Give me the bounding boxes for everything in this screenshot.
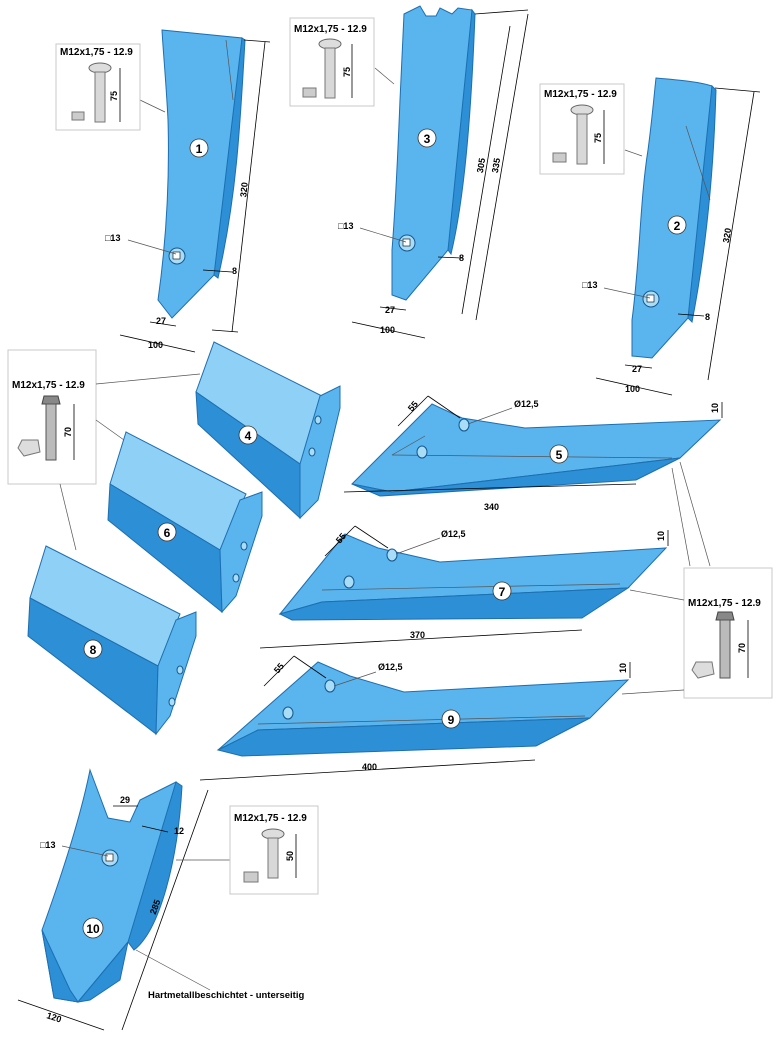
bolt-box-f: M12x1,75 - 12.9 50: [229, 805, 319, 895]
part-6: 6: [107, 431, 263, 614]
dimension-label: 100: [380, 325, 395, 335]
dimension-label: 400: [362, 762, 377, 772]
bolt-spec-label: M12x1,75 - 12.9: [234, 813, 307, 824]
dimension-label: 285: [148, 898, 163, 916]
bolt-box-c: M12x1,75 - 12.9 75: [539, 83, 625, 175]
dimension-label: 12: [174, 826, 184, 836]
dimension-label: 55: [334, 531, 348, 545]
bolt-spec-label: M12x1,75 - 12.9: [544, 89, 617, 100]
bolt-length-label: 70: [737, 643, 747, 653]
dimension-label: 370: [410, 630, 425, 640]
part-10: 10 29 12 285 120 □13: [17, 768, 232, 1031]
dimension-label: 27: [156, 316, 166, 326]
bolt-box-e: M12x1,75 - 12.9 70: [621, 461, 773, 699]
square-size-label: □13: [105, 233, 120, 243]
square-size-label: □13: [582, 280, 597, 290]
part-4: 4: [195, 341, 341, 520]
part-5: 5 55 Ø12,5 10 340: [343, 395, 723, 512]
part-number: 1: [196, 142, 203, 156]
bolt-length-label: 75: [593, 133, 603, 143]
dimension-label: 8: [705, 312, 710, 322]
dimension-label: Ø12,5: [378, 662, 403, 672]
bolt-box-b: M12x1,75 - 12.9 75: [289, 17, 375, 107]
part-number: 2: [674, 219, 681, 233]
part-9: 9 55 Ø12,5 10 400: [199, 655, 631, 781]
bolt-length-label: 50: [285, 851, 295, 861]
dimension-label: 120: [45, 1010, 62, 1024]
bolt-box-a: M12x1,75 - 12.9 75: [55, 43, 141, 131]
part-7: 7 55 Ø12,5 10 370: [259, 525, 669, 649]
part-number: 4: [245, 429, 252, 443]
dimension-label: 100: [625, 384, 640, 394]
coating-note: Hartmetallbeschichtet - unterseitig: [148, 990, 304, 1001]
bolt-length-label: 75: [342, 67, 352, 77]
part-number: 5: [556, 448, 563, 462]
part-3: 3 305 335 8 27 100 □13: [338, 5, 529, 339]
part-2: 2 320 8 27 100 □13: [582, 77, 761, 396]
dimension-label: Ø12,5: [514, 399, 539, 409]
dimension-label: 320: [721, 227, 733, 244]
dimension-label: 100: [148, 340, 163, 350]
dimension-label: 27: [632, 364, 642, 374]
bolt-spec-label: M12x1,75 - 12.9: [294, 24, 367, 35]
part-number: 8: [90, 643, 97, 657]
bolt-spec-label: M12x1,75 - 12.9: [12, 380, 85, 391]
part-number: 6: [164, 526, 171, 540]
dimension-label: 10: [618, 663, 628, 673]
dimension-label: 8: [459, 253, 464, 263]
part-number: 3: [424, 132, 431, 146]
part-number: 9: [448, 713, 455, 727]
dimension-label: Ø12,5: [441, 529, 466, 539]
dimension-label: 55: [406, 399, 420, 413]
bolt-box-d: M12x1,75 - 12.9 70: [7, 349, 201, 551]
dimension-label: 10: [710, 403, 720, 413]
dimension-label: 55: [272, 661, 286, 675]
dimension-label: 10: [656, 531, 666, 541]
dimension-label: 8: [232, 266, 237, 276]
part-number: 10: [86, 922, 100, 936]
part-8: 8: [27, 545, 197, 736]
square-size-label: □13: [40, 840, 55, 850]
square-size-label: □13: [338, 221, 353, 231]
bolt-length-label: 75: [109, 91, 119, 101]
part-1: 1 320 8 27 100 □13: [105, 29, 271, 353]
bolt-length-label: 70: [63, 427, 73, 437]
dimension-label: 305: [475, 157, 487, 174]
dimension-label: 29: [120, 795, 130, 805]
dimension-label: 320: [238, 182, 250, 198]
dimension-label: 27: [385, 305, 395, 315]
part-number: 7: [499, 585, 506, 599]
dimension-label: 335: [490, 157, 502, 174]
bolt-spec-label: M12x1,75 - 12.9: [60, 47, 133, 58]
bolt-spec-label: M12x1,75 - 12.9: [688, 598, 761, 609]
dimension-label: 340: [484, 502, 499, 512]
